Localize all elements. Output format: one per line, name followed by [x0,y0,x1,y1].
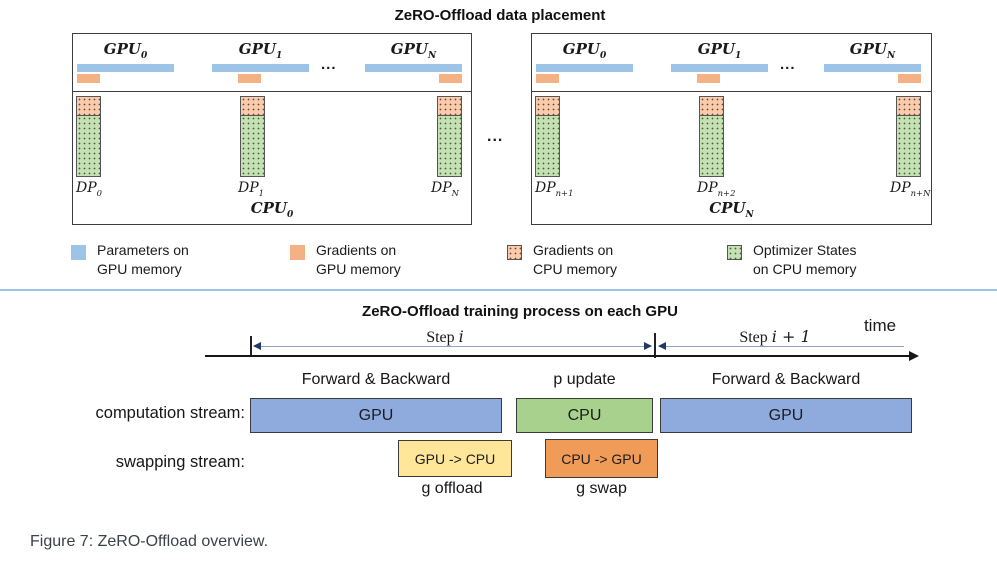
step-i1-span-arrow [658,342,905,351]
gradients-bar [697,74,720,83]
step-boundary-tick [250,336,252,357]
phase-label-p-update: p update [553,371,616,388]
ellipsis: ... [487,128,504,145]
parameters-gpu-swatch-icon [71,245,86,260]
gpu-unit: GPU0 [77,34,174,91]
gradients-bar [238,74,261,83]
gradients-bar [439,74,462,83]
time-axis-line [205,355,911,357]
gradients-cpu-swatch-icon [507,245,522,260]
g-swap-label: g swap [576,480,627,497]
computation-stream-label: computation stream: [95,404,245,422]
dp-partition-bar [699,96,724,177]
parameters-bar [365,64,462,72]
gpu-unit: GPUN [824,34,921,91]
section-divider-line [0,289,997,291]
optimizer-cpu-swatch-icon [727,245,742,260]
optimizer-cpu-segment [241,116,264,176]
optimizer-cpu-segment [700,116,723,176]
dp-label: DP1 [238,180,264,198]
swapping-block-gpu-to-cpu: GPU -> CPU [398,440,512,477]
node-box-cpuN: GPU0 GPU1 ... GPUN DPn+1 DPn+2 DPn+N CPU… [531,33,932,225]
cpu-label: CPUN [709,199,754,220]
gpu-unit: GPU0 [536,34,633,91]
time-axis-arrowhead-icon [909,351,919,361]
arrowhead-left-icon [658,342,666,350]
dp-label: DPn+1 [535,180,574,198]
dp-partition-bar [437,96,462,177]
dp-label: DPN [431,180,459,198]
gpu-unit: GPU1 [212,34,309,91]
gpu-label: GPU0 [562,40,607,61]
optimizer-cpu-segment [438,116,461,176]
parameters-bar [212,64,309,72]
cpu-label: CPU0 [250,199,294,220]
gradients-bar [898,74,921,83]
gradients-cpu-segment [700,97,723,116]
step-i1-label: Step i + 1 [739,327,811,346]
gpu-label: GPUN [390,40,437,61]
gradients-cpu-segment [77,97,100,116]
node-box-cpu0: GPU0 GPU1 ... GPUN DP0 DP1 DPN CPU0 [72,33,472,225]
parameters-bar [824,64,921,72]
optimizer-cpu-segment [536,116,559,176]
gradients-cpu-segment [536,97,559,116]
dp-partition-bar [76,96,101,177]
computation-block-gpu-2: GPU [660,398,912,433]
gradients-bar [77,74,100,83]
parameters-bar [536,64,633,72]
time-axis-label: time [863,316,897,335]
step-boundary-tick [654,333,656,358]
parameters-bar [671,64,768,72]
gradients-cpu-segment [438,97,461,116]
step-i-label: Step i [426,327,464,346]
step-i-span-arrow [253,342,652,351]
dp-partition-bar [896,96,921,177]
computation-block-cpu: CPU [516,398,653,433]
gpu-label: GPU0 [103,40,148,61]
dp-partition-bar [535,96,560,177]
gpu-label: GPU1 [697,40,742,61]
dp-label: DP0 [76,180,102,198]
computation-block-gpu-1: GPU [250,398,502,433]
ellipsis: ... [321,56,337,73]
dp-label: DPn+2 [697,180,736,198]
parameters-bar [77,64,174,72]
ellipsis: ... [780,56,796,73]
gpu-unit: GPUN [365,34,462,91]
gradients-cpu-segment [897,97,920,116]
phase-label-fwd-bwd-1: Forward & Backward [301,371,451,388]
gpu-memory-strip: GPU0 GPU1 ... GPUN [73,34,471,92]
data-placement-title: ZeRO-Offload data placement [394,7,606,24]
arrowhead-right-icon [644,342,652,350]
optimizer-cpu-segment [77,116,100,176]
optimizer-cpu-segment [897,116,920,176]
phase-label-fwd-bwd-2: Forward & Backward [711,371,861,388]
gpu-unit: GPU1 [671,34,768,91]
gpu-label: GPUN [849,40,896,61]
arrowhead-left-icon [253,342,261,350]
gradients-cpu-segment [241,97,264,116]
gpu-memory-strip: GPU0 GPU1 ... GPUN [532,34,931,92]
dp-partition-bar [240,96,265,177]
swapping-stream-label: swapping stream: [115,453,245,471]
g-offload-label: g offload [421,480,483,497]
training-process-title: ZeRO-Offload training process on each GP… [362,303,678,320]
gradients-bar [536,74,559,83]
figure-caption: Figure 7: ZeRO-Offload overview. [30,533,269,550]
gradients-gpu-swatch-icon [290,245,305,260]
dp-label: DPn+N [890,180,931,198]
swapping-block-cpu-to-gpu: CPU -> GPU [545,439,658,478]
gpu-label: GPU1 [238,40,283,61]
